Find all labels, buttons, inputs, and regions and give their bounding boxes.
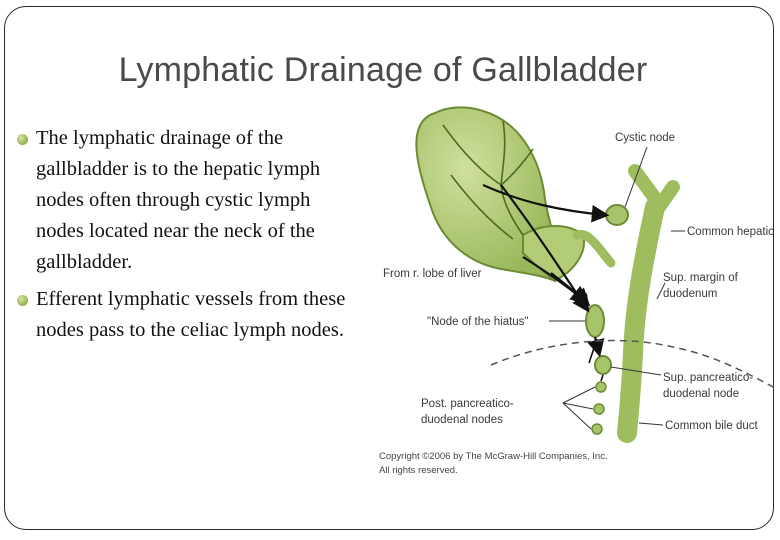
bullet-list: The lymphatic drainage of the gallbladde…: [17, 123, 357, 352]
drainage-arrows-small: [588, 338, 604, 382]
drainage-arrows: [482, 183, 610, 358]
sup-pancreaticoduodenal-node: [594, 355, 612, 375]
bullet-item: Efferent lymphatic vessels from these no…: [17, 284, 357, 346]
bullet-item: The lymphatic drainage of the gallbladde…: [17, 123, 357, 278]
bullet-text: Efferent lymphatic vessels from these no…: [36, 288, 346, 341]
label-cystic-node: Cystic node: [615, 132, 675, 144]
copyright-line-2: All rights reserved.: [379, 465, 458, 476]
post-pancreaticoduodenal-node: [593, 403, 605, 415]
label-post-pancreatico-2: duodenal nodes: [421, 414, 503, 426]
label-sup-margin-2: duodenum: [663, 288, 717, 300]
post-pancreaticoduodenal-node: [591, 423, 603, 435]
slide-frame: Lymphatic Drainage of Gallbladder The ly…: [4, 6, 778, 530]
label-node-of-hiatus: "Node of the hiatus": [427, 316, 529, 328]
cystic-duct: [572, 230, 616, 268]
cystic-node: [605, 204, 629, 226]
duodenum-margin-line: [490, 339, 778, 390]
label-sup-margin-1: Sup. margin of: [663, 272, 739, 284]
bullet-dot-icon: [17, 134, 28, 145]
label-common-hepatic: Common hepatic: [687, 226, 774, 238]
label-sup-pancreatico-1: Sup. pancreatico-: [663, 372, 753, 384]
label-common-bile-duct: Common bile duct: [665, 420, 758, 432]
slide-title: Lymphatic Drainage of Gallbladder: [118, 51, 648, 89]
label-post-pancreatico-1: Post. pancreatico-: [421, 398, 514, 410]
bullet-text: The lymphatic drainage of the gallbladde…: [36, 127, 321, 273]
copyright-line-1: Copyright ©2006 by The McGraw-Hill Compa…: [379, 451, 608, 462]
label-sup-pancreatico-2: duodenal node: [663, 388, 739, 400]
common-bile-duct: [617, 197, 665, 443]
diagram-svg: Cystic node Common hepatic From r. lobe …: [379, 106, 778, 476]
left-hepatic-duct: [628, 164, 664, 208]
node-of-hiatus: [585, 304, 605, 338]
lymph-vessels: [442, 120, 534, 240]
post-pancreaticoduodenal-node: [595, 381, 607, 393]
gallbladder-lymph-diagram: Cystic node Common hepatic From r. lobe …: [373, 103, 780, 487]
label-from-r-lobe: From r. lobe of liver: [383, 268, 482, 280]
leader-lines: [549, 146, 685, 430]
bullet-dot-icon: [17, 295, 28, 306]
